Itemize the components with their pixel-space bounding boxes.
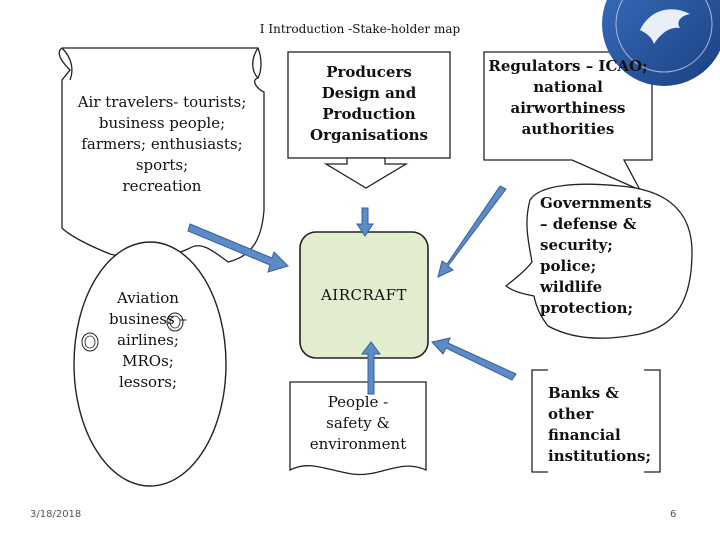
people-text: People - safety & environment (309, 393, 407, 453)
arrow-banks-to-aircraft (431, 337, 517, 381)
banks-text: Banks & other financial institutions; (548, 384, 652, 465)
aviation-oval-right-inner (169, 315, 181, 329)
eagle-logo-icon (602, 0, 720, 86)
producers-box (287, 51, 451, 159)
aviation-oval-left-inner (84, 335, 96, 349)
arrow-people-to-aircraft (361, 341, 381, 395)
people-box (289, 381, 427, 476)
aviation-oval-left (81, 332, 99, 352)
aircraft-text: AIRCRAFT (320, 286, 408, 304)
producers-text: Producers Design and Production Organisa… (310, 63, 428, 144)
arrow-producers-to-aircraft (356, 207, 374, 237)
aviation-text: Aviation business – airlines; MROs; less… (109, 289, 187, 391)
arrow-travelers-to-aircraft (187, 223, 289, 273)
aviation-oval-right (166, 312, 184, 332)
footer-date: 3/18/2018 (30, 509, 82, 520)
page-title: I Introduction -Stake-holder map (259, 22, 461, 36)
governments-bubble (504, 183, 693, 339)
aviation-circle (73, 241, 227, 487)
producers-arrow (323, 157, 409, 189)
arrow-regulators-to-aircraft (437, 185, 507, 278)
arrows (187, 185, 517, 395)
travelers-text: Air travelers- tourists; business people… (77, 93, 247, 195)
footer-page-number: 6 (670, 509, 677, 520)
regulators-text: Regulators – ICAO; national airworthines… (488, 57, 648, 138)
banks-bracket (531, 369, 661, 473)
governments-text: Governments – defense & security; police… (540, 194, 652, 317)
